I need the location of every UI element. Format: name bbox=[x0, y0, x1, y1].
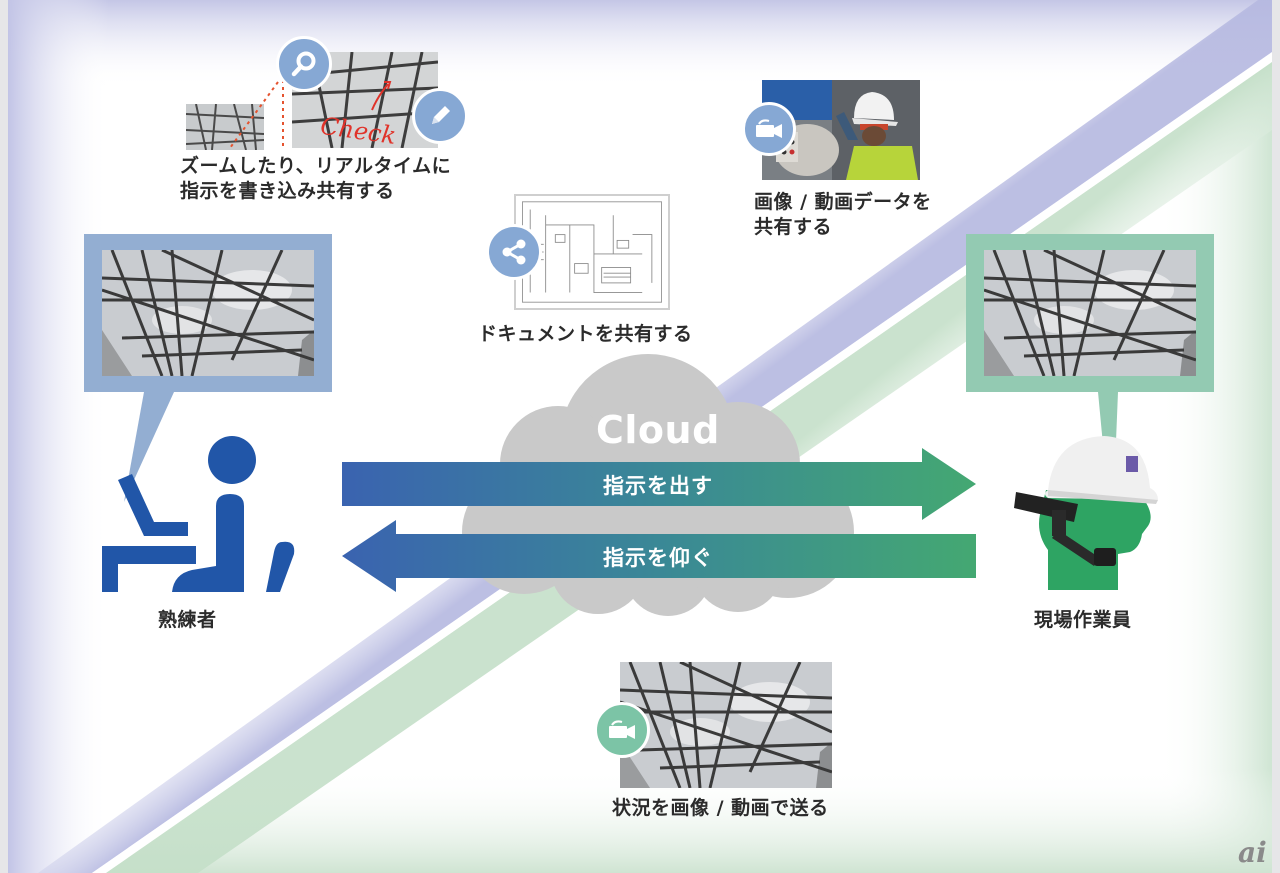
label-zoom-annotate-line1: ズームしたり、リアルタイムに bbox=[180, 155, 452, 177]
arrow-request-instructions bbox=[342, 520, 976, 592]
pencil-icon bbox=[412, 88, 468, 144]
label-share-media-line1: 画像 / 動画データを bbox=[754, 191, 932, 213]
expert-screen-photo bbox=[102, 250, 314, 376]
label-expert: 熟練者 bbox=[158, 609, 217, 631]
arrow-send-instructions bbox=[342, 448, 976, 520]
label-share-media: 画像 / 動画データを 共有する bbox=[754, 190, 932, 240]
label-field-worker: 現場作業員 bbox=[1034, 609, 1132, 631]
video-camera-green-icon bbox=[594, 702, 650, 758]
expert-figure-icon bbox=[102, 436, 295, 592]
arrow-send-instructions-label: 指示を出す bbox=[603, 474, 713, 498]
arrow-request-instructions-label: 指示を仰ぐ bbox=[603, 546, 713, 570]
video-camera-icon bbox=[742, 102, 796, 156]
zoom-dotted-connector bbox=[229, 80, 284, 149]
label-zoom-annotate-line2: 指示を書き込み共有する bbox=[180, 180, 395, 202]
worker-figure-icon bbox=[1014, 436, 1158, 590]
watermark-logo: ai bbox=[1238, 836, 1267, 869]
label-share-document: ドキュメントを共有する bbox=[478, 323, 693, 345]
label-send-status: 状況を画像 / 動画で送る bbox=[612, 797, 829, 819]
share-icon bbox=[486, 224, 542, 280]
worker-screen-photo bbox=[984, 250, 1196, 376]
worker-photo bbox=[762, 80, 920, 180]
label-zoom-annotate: ズームしたり、リアルタイムに 指示を書き込み共有する bbox=[180, 154, 451, 204]
label-share-media-line2: 共有する bbox=[754, 216, 833, 238]
thumbnail-small-zoom bbox=[186, 104, 264, 150]
arrows bbox=[342, 448, 976, 592]
thumbnail-annotated: Check bbox=[292, 52, 438, 148]
zoom-magnifier-icon bbox=[276, 36, 332, 92]
diagram-canvas: Check ズームしたり、リアルタイムに 指示を書き込み共有する 画 bbox=[8, 0, 1272, 873]
status-photo bbox=[620, 662, 832, 788]
cloud-label: Cloud bbox=[596, 408, 720, 452]
